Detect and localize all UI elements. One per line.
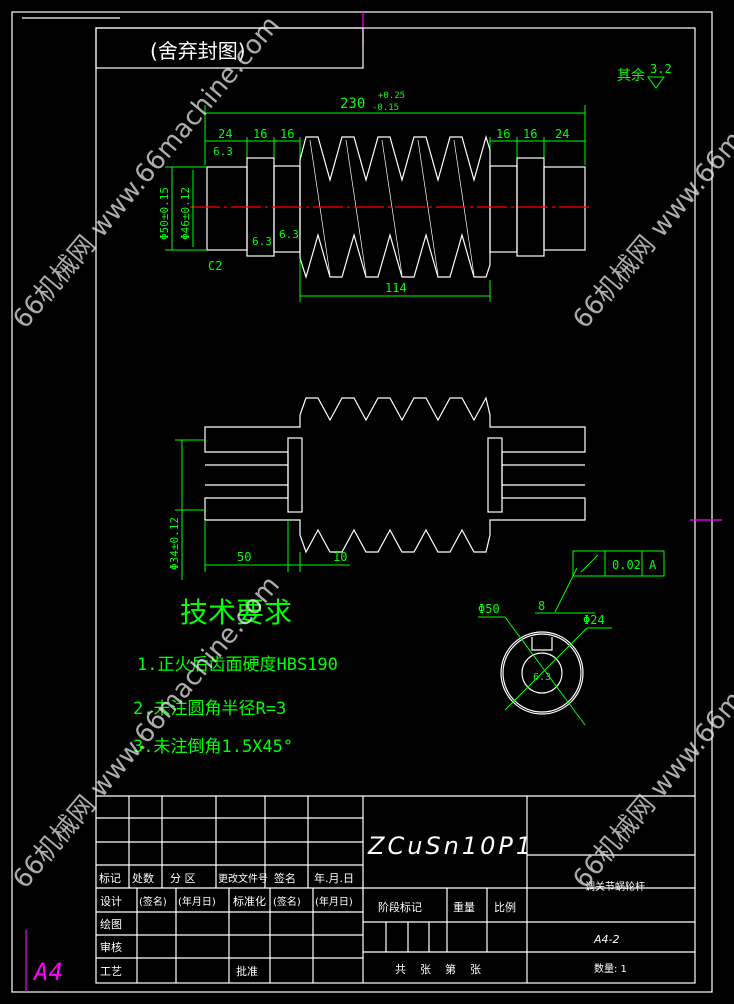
dim-16: 16 xyxy=(496,127,510,141)
runout-tolerance-frame xyxy=(572,550,665,577)
runout-icon xyxy=(580,554,599,573)
roughness-icon xyxy=(647,76,665,89)
design-sign: (签名) xyxy=(139,895,167,908)
roughness-63: 6.3 xyxy=(533,672,551,683)
header-zone: 分 区 xyxy=(170,872,196,885)
tech-req-title: 技术要求 xyxy=(180,596,292,629)
header-count: 处数 xyxy=(132,872,154,885)
label-standard: 标准化 xyxy=(233,894,266,908)
inner-frame xyxy=(95,27,696,984)
dia-46-dim: Φ46±0.12 xyxy=(179,187,192,240)
dim-24-right: 24 xyxy=(555,127,569,141)
header-sign: 签名 xyxy=(274,871,296,885)
roughness-default: 3.2 xyxy=(650,62,672,76)
label-review: 审核 xyxy=(100,940,122,954)
tech-req-item: 2.未注圆角半径R=3 xyxy=(133,699,286,719)
key-width-dim: 8 xyxy=(538,599,545,613)
datum-label: A xyxy=(649,558,657,572)
dia-34-dim: Φ34±0.12 xyxy=(168,517,181,570)
overall-length: 230 xyxy=(340,96,365,112)
dim-16: 16 xyxy=(280,127,294,141)
tech-req-item: 3.未注倒角1.5X45° xyxy=(133,737,293,757)
sheet-count: 共 张 第 张 xyxy=(395,962,481,976)
outer-border xyxy=(11,11,713,993)
tol-upper: +0.25 xyxy=(378,91,405,101)
header-mark: 标记 xyxy=(99,871,121,885)
worm-front-view xyxy=(190,134,590,280)
header-change-doc: 更改文件号 xyxy=(218,872,268,885)
roughness-note: 其余 xyxy=(617,67,645,84)
label-draw: 绘图 xyxy=(100,917,122,931)
title-block xyxy=(96,795,695,983)
label-weight: 重量 xyxy=(453,900,475,914)
dim-10: 10 xyxy=(333,550,347,564)
label-design: 设计 xyxy=(100,895,122,908)
worm-length-dim: 114 xyxy=(385,281,407,295)
dia-50-dim: Φ50±0.15 xyxy=(158,187,171,240)
quantity: 数量: 1 xyxy=(594,962,627,975)
chamfer-dim: C2 xyxy=(208,259,222,273)
tech-req-item: 1.正火后齿面硬度HBS190 xyxy=(137,655,338,675)
roughness-63: 6.3 xyxy=(213,145,233,158)
dim-16: 16 xyxy=(253,127,267,141)
roughness-63: 6.3 xyxy=(252,235,272,248)
sheet-size-label: A4 xyxy=(32,958,63,986)
label-scale: 比例 xyxy=(494,900,516,914)
dim-16: 16 xyxy=(523,127,537,141)
svg-text:66机械网 www.66machine.com: 66机械网 www.66machine.com xyxy=(7,571,286,895)
tolerance-value: 0.02 xyxy=(612,558,641,572)
part-name: 调关节蜗轮杆 xyxy=(585,880,645,893)
standard-sign: (签名) xyxy=(273,895,301,908)
tol-lower: -0.15 xyxy=(372,103,399,113)
section-dia-24: Φ24 xyxy=(583,613,605,627)
watermark: 66机械网 www.66machine.com 66机械网 www.66mach… xyxy=(7,11,734,895)
cross-section xyxy=(478,567,612,726)
svg-text:66机械网 www.66machine.com: 66机械网 www.66machine.com xyxy=(7,11,286,335)
header-date: 年.月.日 xyxy=(314,871,354,885)
label-approve: 批准 xyxy=(236,964,258,978)
material: ZCuSn10P1 xyxy=(367,832,534,860)
view-title-box xyxy=(95,27,364,69)
section-dia-50: Φ50 xyxy=(478,602,500,616)
worm-section-view xyxy=(204,396,586,554)
dim-50: 50 xyxy=(237,550,251,564)
drawing-number: A4-2 xyxy=(593,933,620,946)
label-stage-mark: 阶段标记 xyxy=(378,900,422,914)
roughness-63: 6.3 xyxy=(279,228,299,241)
design-date: (年月日) xyxy=(178,895,216,908)
view-title: (舍弃封图) xyxy=(150,39,246,63)
standard-date: (年月日) xyxy=(315,895,353,908)
dim-24-left: 24 xyxy=(218,127,232,141)
svg-text:66机械网 www.66machine.com: 66机械网 www.66machine.com xyxy=(567,11,734,335)
label-process: 工艺 xyxy=(100,965,122,978)
